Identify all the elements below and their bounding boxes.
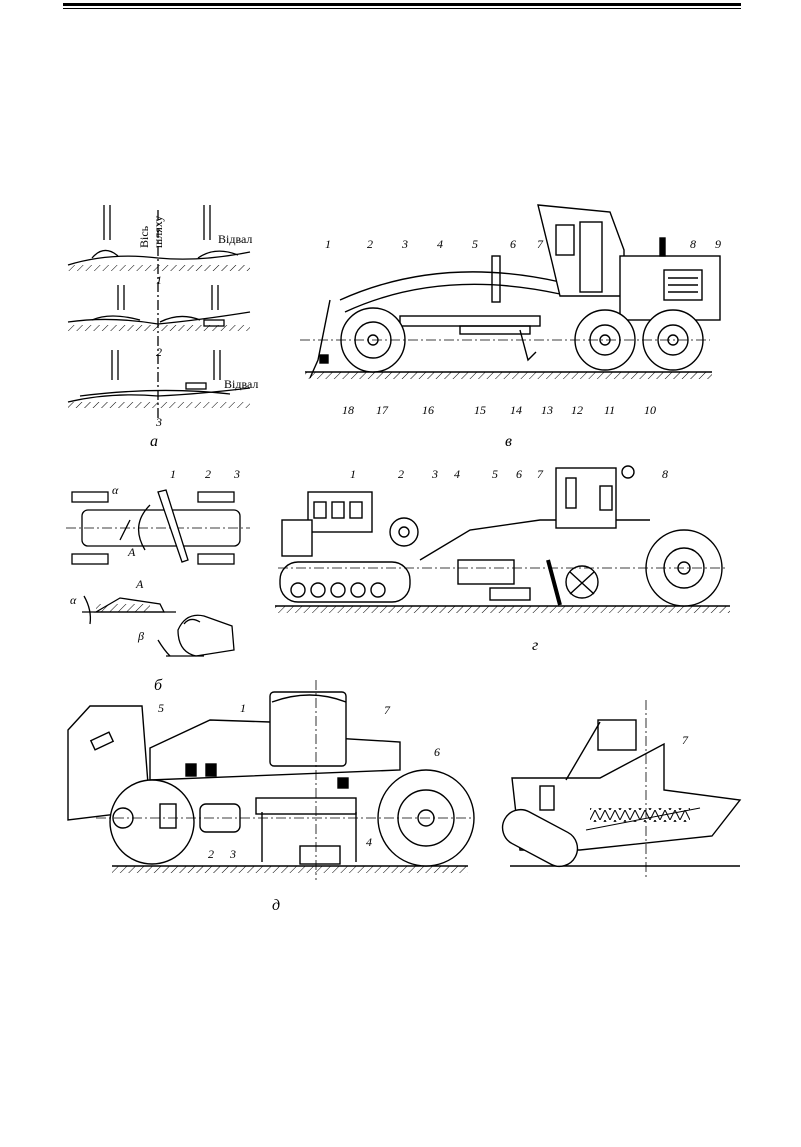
caption-g: г [532, 637, 538, 654]
recycler-part-7: 7 [384, 703, 391, 717]
panel-g [275, 466, 730, 613]
grader-part-10: 10 [644, 403, 656, 417]
stabilizer-part-2: 2 [398, 467, 404, 481]
position-label-3: 3 [155, 415, 162, 429]
stabilizer-part-8: 8 [662, 467, 668, 481]
panel-v-grader [300, 205, 720, 379]
blade-part-1: 1 [170, 467, 176, 481]
blade-part-3: 3 [233, 467, 240, 481]
grader-part-14: 14 [510, 403, 522, 417]
section-label-a-bottom: A [135, 577, 144, 591]
caption-b: б [154, 677, 163, 694]
grader-part-4: 4 [437, 237, 443, 251]
grader-part-11: 11 [604, 403, 615, 417]
panel-d [68, 680, 740, 880]
panel-a-labels: Вісь шляху Відвал Відвал 1 2 3 а [137, 216, 258, 450]
grader-part-9: 9 [715, 237, 721, 251]
grader-part-13: 13 [541, 403, 553, 417]
axis-label-line2: шляху [151, 216, 165, 248]
recycler-part-4: 4 [366, 835, 372, 849]
stabilizer-part-7: 7 [537, 467, 544, 481]
recycler-part-1: 1 [240, 701, 246, 715]
blade-part-2: 2 [205, 467, 211, 481]
stabilizer-part-5: 5 [492, 467, 498, 481]
panel-b [66, 490, 250, 656]
recycler-part-3: 3 [229, 847, 236, 861]
grader-part-1: 1 [325, 237, 331, 251]
stabilizer-part-4: 4 [454, 467, 460, 481]
stabilizer-part-6: 6 [516, 467, 522, 481]
grader-part-2: 2 [367, 237, 373, 251]
caption-d: д [272, 897, 280, 914]
stabilizer-part-3: 3 [431, 467, 438, 481]
side-machine-part-7: 7 [682, 733, 689, 747]
grader-part-17: 17 [376, 403, 389, 417]
recycler-part-2: 2 [208, 847, 214, 861]
grader-part-16: 16 [422, 403, 434, 417]
grader-part-8: 8 [690, 237, 696, 251]
angle-alpha-section: α [70, 593, 77, 607]
recycler-part-6: 6 [434, 745, 440, 759]
grader-part-15: 15 [474, 403, 486, 417]
section-label-a-top: A [127, 545, 136, 559]
position-label-1: 1 [156, 273, 162, 287]
panel-b-labels: 1 2 3 α A A α β б [70, 467, 240, 694]
position-label-2: 2 [156, 345, 162, 359]
grader-part-3: 3 [401, 237, 408, 251]
caption-a: а [150, 433, 158, 450]
angle-beta: β [137, 629, 144, 643]
grader-part-12: 12 [571, 403, 583, 417]
axis-label-line1: Вісь [137, 225, 151, 248]
stabilizer-part-1: 1 [350, 467, 356, 481]
grader-part-5: 5 [472, 237, 478, 251]
grader-part-6: 6 [510, 237, 516, 251]
angle-alpha-top: α [112, 483, 119, 497]
caption-v: в [505, 433, 512, 450]
grader-part-7: 7 [537, 237, 544, 251]
recycler-part-5: 5 [158, 701, 164, 715]
dump-label-top: Відвал [218, 232, 252, 246]
grader-part-18: 18 [342, 403, 354, 417]
dump-label-bottom: Відвал [224, 377, 258, 391]
